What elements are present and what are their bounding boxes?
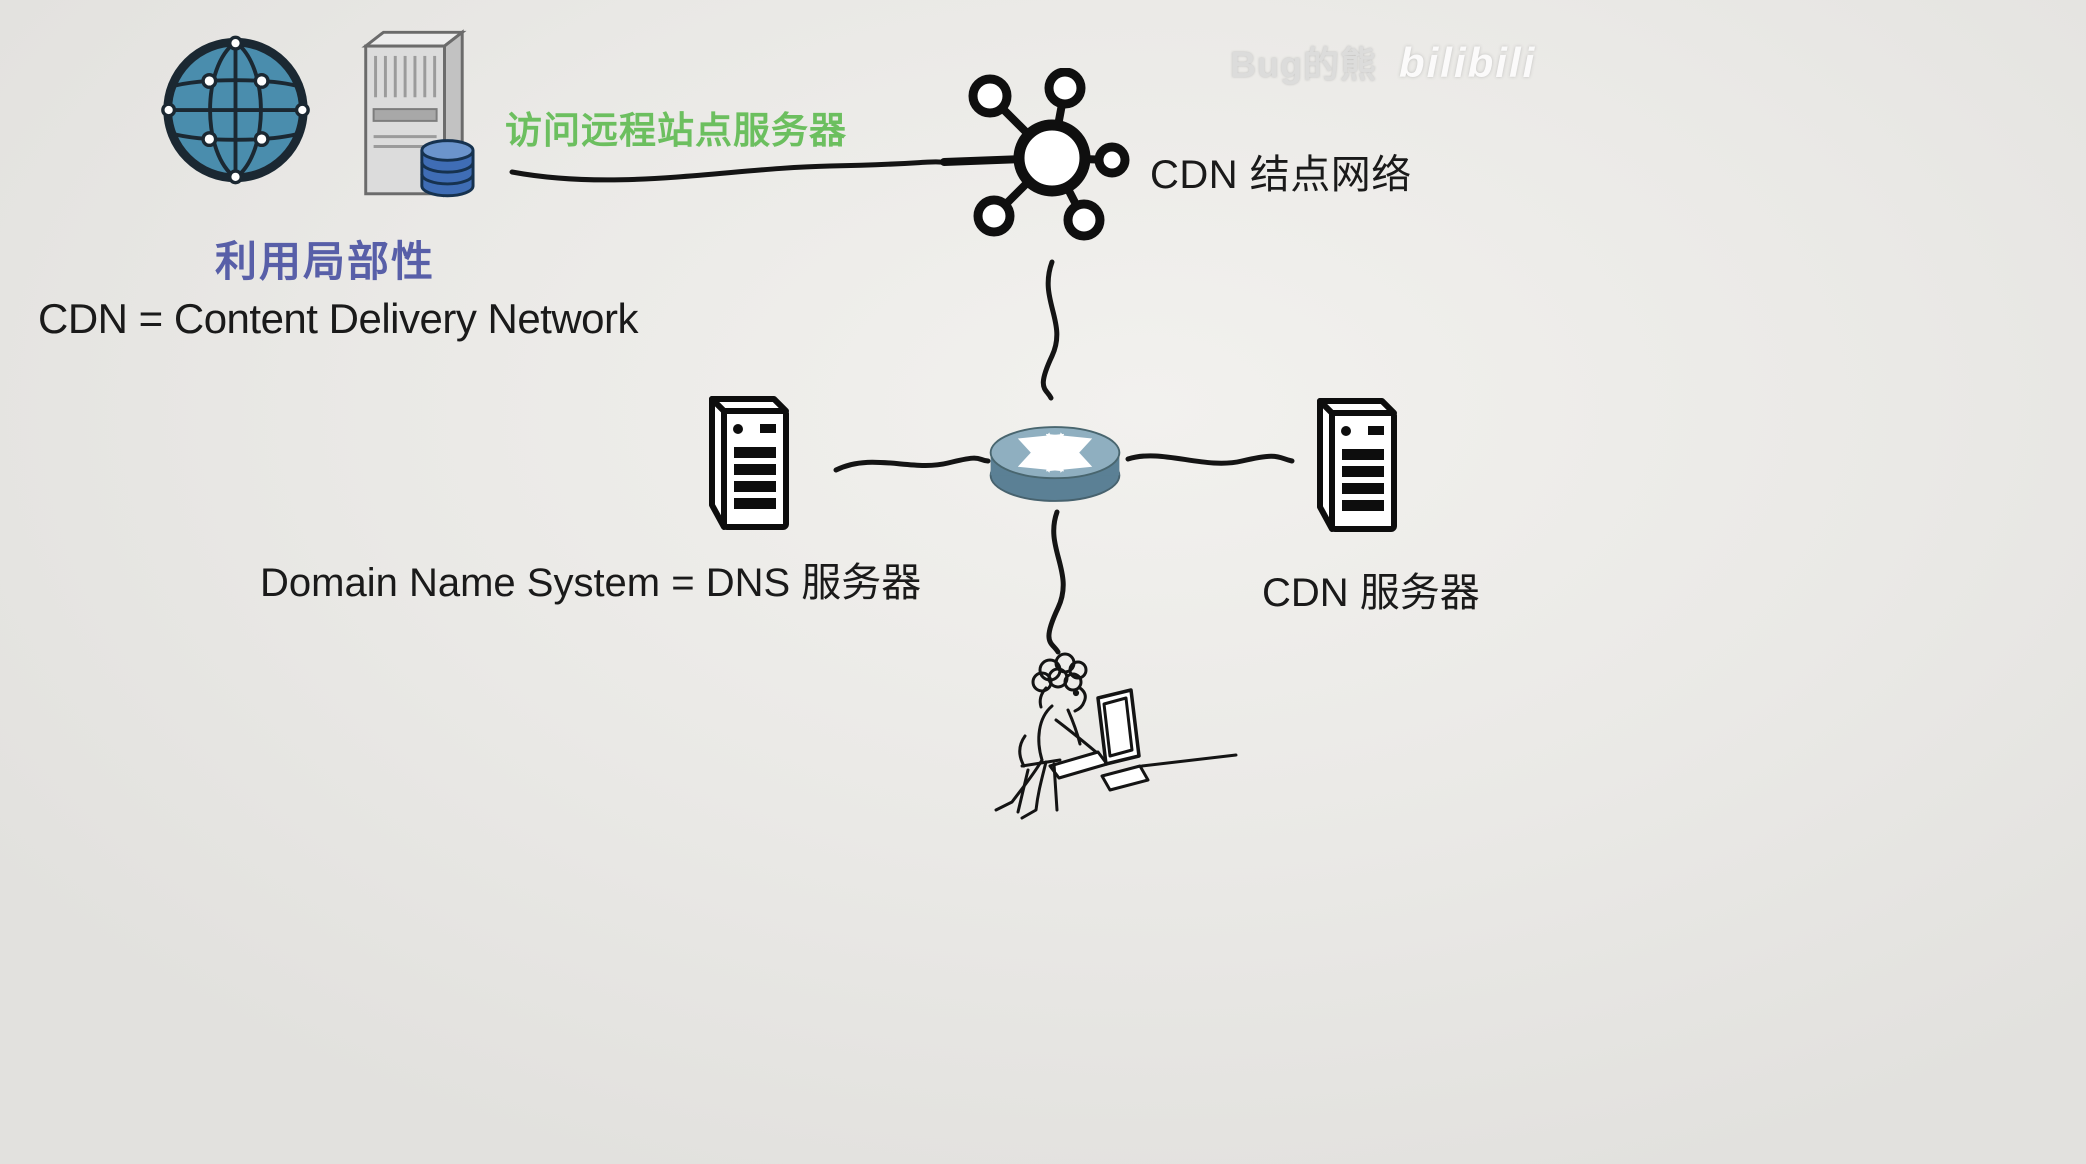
label-access-remote-site: 访问远程站点服务器 bbox=[505, 110, 847, 151]
origin-server-icon bbox=[348, 26, 476, 204]
database-icon bbox=[420, 139, 475, 198]
watermark-uploader-name: Bug的熊 bbox=[1230, 44, 1377, 85]
globe-icon bbox=[158, 30, 313, 190]
cdn-hub-network-icon bbox=[930, 68, 1140, 246]
edge-origin-to-hub bbox=[509, 159, 951, 183]
label-dns-server: Domain Name System = DNS 服务器 bbox=[260, 561, 922, 605]
user-at-computer-icon bbox=[980, 648, 1245, 848]
label-cdn-definition: CDN = Content Delivery Network bbox=[38, 295, 639, 342]
router-arrows bbox=[1017, 432, 1093, 473]
dns-server-icon bbox=[698, 392, 798, 534]
edge-router-to-cdn bbox=[1125, 453, 1295, 466]
router-icon bbox=[984, 414, 1126, 514]
cdn-server-icon bbox=[1306, 394, 1406, 536]
server-vents bbox=[374, 55, 437, 98]
edge-router-to-user bbox=[1046, 509, 1066, 655]
edge-hub-to-router bbox=[1040, 259, 1060, 401]
label-use-locality: 利用局部性 bbox=[215, 238, 436, 285]
label-cdn-server: CDN 服务器 bbox=[1262, 571, 1480, 615]
bilibili-logo: bilibili bbox=[1398, 39, 1537, 86]
edge-dns-to-router bbox=[833, 455, 991, 473]
label-cdn-node-network: CDN 结点网络 bbox=[1150, 153, 1412, 197]
watermark: Bug的熊 bilibili bbox=[1230, 36, 1536, 88]
